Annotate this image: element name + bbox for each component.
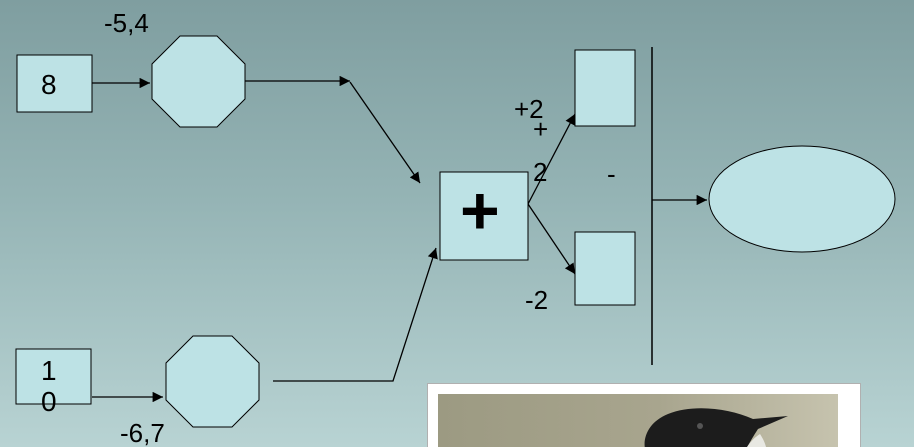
input-bottom-line2: 0 xyxy=(41,386,57,417)
input-top-value: 8 xyxy=(41,69,57,100)
branch-bottom-label: -2 xyxy=(525,285,549,315)
input-bottom-line1: 1 xyxy=(41,355,57,386)
arrow-sum-to-top-box xyxy=(527,113,576,205)
arrow-to-sum-from-bottom xyxy=(273,247,438,382)
overlap-two-label: 2 xyxy=(533,157,548,187)
arrow-to-sum-from-top xyxy=(349,81,421,184)
sum-symbol: + xyxy=(460,173,500,249)
arrow-sum-to-bottom-box xyxy=(527,203,576,275)
bottom-octagon xyxy=(165,335,260,428)
sum-box xyxy=(439,171,529,261)
input-box-bottom xyxy=(15,348,92,405)
weight-bottom-label: -6,7 xyxy=(120,418,165,447)
bird-photo xyxy=(427,383,861,447)
top-threshold-box xyxy=(574,49,636,127)
output-ellipse xyxy=(708,145,896,253)
input-box-top xyxy=(16,54,93,113)
branch-top-label: +2 xyxy=(514,94,544,124)
weight-top-label: -5,4 xyxy=(104,8,149,38)
minus-label: - xyxy=(607,159,616,189)
bottom-threshold-box xyxy=(574,231,636,306)
overlap-plus-label: + xyxy=(533,114,549,144)
top-octagon xyxy=(151,35,246,128)
photo-background xyxy=(438,394,838,447)
bird-icon xyxy=(644,408,788,447)
